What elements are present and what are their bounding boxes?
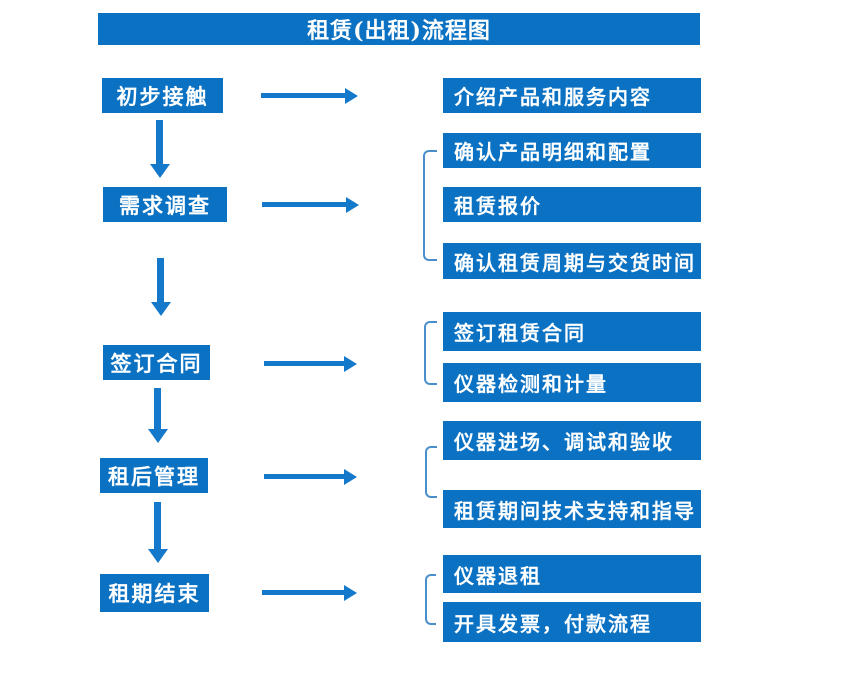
right-arrow <box>262 584 357 601</box>
stage-box-demand-survey: 需求调查 <box>103 187 227 222</box>
output-box-invoice-payment-process: 开具发票，付款流程 <box>443 602 701 642</box>
stage-box-rental-end: 租期结束 <box>100 574 209 612</box>
stage-box-sign-contract: 签订合同 <box>103 345 210 380</box>
right-arrow <box>262 196 359 213</box>
down-arrow <box>147 502 168 563</box>
down-arrow <box>149 120 170 178</box>
stage-box-post-rental-management: 租后管理 <box>100 458 208 493</box>
output-box-instrument-entry-debug-acceptance: 仪器进场、调试和验收 <box>443 421 701 460</box>
right-arrow <box>261 87 358 104</box>
bracket-connector <box>425 574 436 625</box>
stage-box-initial-contact: 初步接触 <box>102 78 223 113</box>
bracket-connector <box>425 446 437 498</box>
output-box-confirm-product-details: 确认产品明细和配置 <box>443 133 701 168</box>
down-arrow <box>147 388 168 443</box>
output-box-instrument-inspection-metering: 仪器检测和计量 <box>443 363 701 402</box>
bracket-connector <box>424 321 437 385</box>
right-arrow <box>264 355 357 372</box>
down-arrow <box>150 258 171 316</box>
right-arrow <box>264 468 357 485</box>
output-box-instrument-return: 仪器退租 <box>443 555 701 593</box>
output-box-sign-rental-contract: 签订租赁合同 <box>443 312 701 351</box>
output-box-rental-technical-support: 租赁期间技术支持和指导 <box>443 490 701 528</box>
output-box-introduce-products-services: 介绍产品和服务内容 <box>443 78 701 113</box>
bracket-connector <box>423 150 437 261</box>
title-banner: 租赁(出租)流程图 <box>98 13 700 45</box>
output-box-rental-quote: 租赁报价 <box>443 187 701 222</box>
output-box-confirm-rental-period-delivery: 确认租赁周期与交货时间 <box>443 243 701 279</box>
